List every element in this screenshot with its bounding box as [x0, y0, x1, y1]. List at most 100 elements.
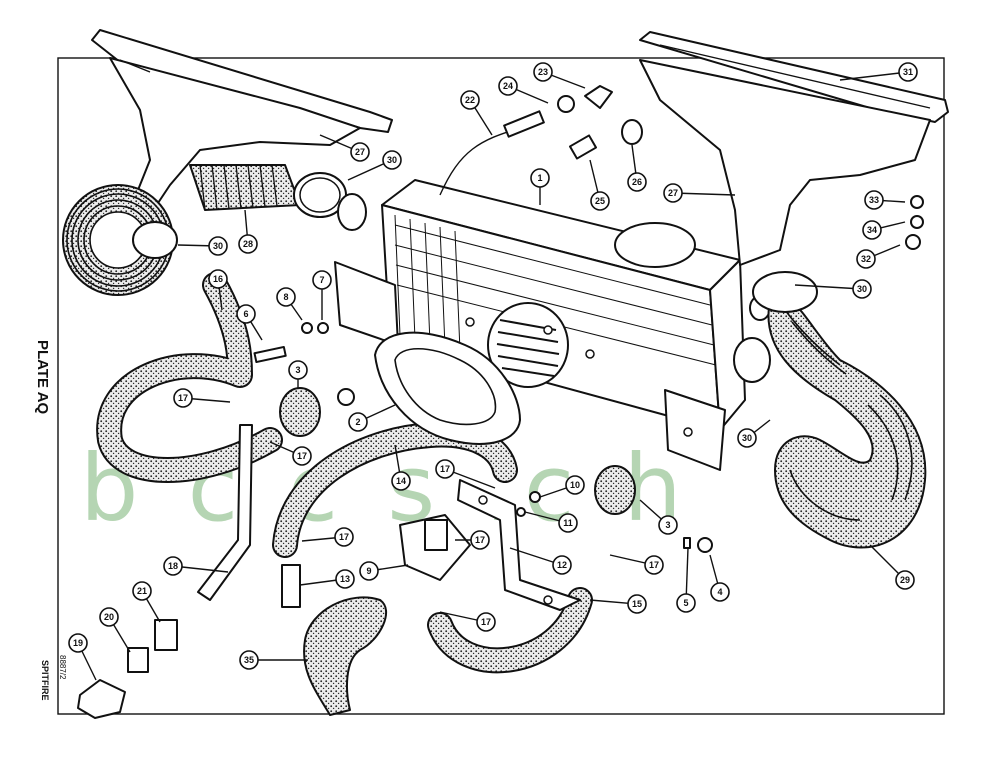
callout-number: 30: [742, 433, 752, 443]
water-valve-and-bracket: [399, 479, 581, 611]
callout-circle: [391, 471, 411, 491]
callout-circle: [533, 62, 553, 82]
plate-model: SPITFIRE: [40, 660, 50, 701]
callout-number: 21: [137, 586, 147, 596]
callout-number: 22: [465, 95, 475, 105]
callout-number: 32: [861, 254, 871, 264]
control-cable-and-switch: [439, 85, 643, 196]
callout-circle: [552, 555, 572, 575]
callout-circle: [239, 650, 259, 670]
callout-number: 33: [869, 195, 879, 205]
callout-number: 5: [683, 598, 688, 608]
callout-number: 12: [557, 560, 567, 570]
callout-layer: 1233456789101112131415161717171717171718…: [68, 62, 918, 681]
callout-leader: [839, 71, 909, 81]
callout-number: 19: [73, 638, 83, 648]
callout-number: 17: [297, 451, 307, 461]
hose-28: [189, 164, 301, 211]
callout-number: 17: [649, 560, 659, 570]
plate-title: PLATE AQ: [34, 340, 51, 414]
callout-circle: [335, 569, 355, 589]
moulded-hose-35: [303, 596, 387, 716]
callout-number: 30: [857, 284, 867, 294]
callout-number: 17: [481, 617, 491, 627]
callout-number: 15: [632, 599, 642, 609]
callout-number: 27: [355, 147, 365, 157]
callout-circle: [99, 607, 119, 627]
callout-circle: [288, 360, 308, 380]
callout-circle: [163, 556, 183, 576]
callout-number: 16: [213, 274, 223, 284]
callout-number: 30: [213, 241, 223, 251]
callout-circle: [530, 168, 550, 188]
callout-circle: [864, 190, 884, 210]
callout-number: 34: [867, 225, 877, 235]
callout-number: 17: [475, 535, 485, 545]
callout-circle: [435, 459, 455, 479]
callout-number: 6: [243, 309, 248, 319]
callout-number: 24: [503, 81, 513, 91]
callout-number: 17: [339, 532, 349, 542]
callout-circle: [132, 581, 152, 601]
callout-circle: [173, 388, 193, 408]
callout-circle: [658, 515, 678, 535]
callout-circle: [292, 446, 312, 466]
plate-border: [57, 57, 945, 715]
callout-circle: [710, 582, 730, 602]
callout-circle: [895, 570, 915, 590]
callout-circle: [856, 249, 876, 269]
callout-circle: [208, 236, 228, 256]
callout-number: 13: [340, 574, 350, 584]
callout-circle: [208, 269, 228, 289]
callout-circle: [644, 555, 664, 575]
callout-number: 3: [295, 365, 300, 375]
callout-number: 14: [396, 476, 406, 486]
callout-circle: [460, 90, 480, 110]
callout-circle: [236, 304, 256, 324]
callout-circle: [470, 530, 490, 550]
callout-number: 20: [104, 612, 114, 622]
callout-number: 25: [595, 196, 605, 206]
callout-circle: [276, 287, 296, 307]
callout-circle: [334, 527, 354, 547]
callout-circle: [359, 561, 379, 581]
corrugated-hose-29: [767, 294, 927, 549]
callout-leader: [794, 284, 863, 290]
callout-circle: [558, 513, 578, 533]
callout-number: 17: [178, 393, 188, 403]
callout-circle: [590, 191, 610, 211]
callout-number: 23: [538, 67, 548, 77]
right-demister-duct: [639, 31, 949, 549]
callout-circle: [312, 270, 332, 290]
callout-circle: [737, 428, 757, 448]
callout-number: 29: [900, 575, 910, 585]
callout-circle: [498, 76, 518, 96]
callout-circle: [676, 593, 696, 613]
callout-number: 1: [537, 173, 542, 183]
callout-number: 7: [319, 275, 324, 285]
callout-number: 2: [355, 417, 360, 427]
callout-circle: [627, 594, 647, 614]
callout-circle: [238, 234, 258, 254]
callout-number: 17: [440, 464, 450, 474]
heater-unit: [334, 179, 771, 471]
callout-circle: [476, 612, 496, 632]
left-demister-duct: [62, 29, 393, 296]
callout-circle: [68, 633, 88, 653]
callout-circle: [862, 220, 882, 240]
pipe-adaptors: [77, 195, 924, 719]
callout-number: 28: [243, 239, 253, 249]
callout-circle: [350, 142, 370, 162]
callout-number: 30: [387, 155, 397, 165]
callout-number: 35: [244, 655, 254, 665]
callout-circle: [627, 172, 647, 192]
callout-circle: [565, 475, 585, 495]
callout-circle: [663, 183, 683, 203]
callout-number: 9: [366, 566, 371, 576]
callout-number: 10: [570, 480, 580, 490]
callout-circle: [348, 412, 368, 432]
callout-number: 27: [668, 188, 678, 198]
callout-number: 11: [563, 518, 573, 528]
callout-number: 3: [665, 520, 670, 530]
